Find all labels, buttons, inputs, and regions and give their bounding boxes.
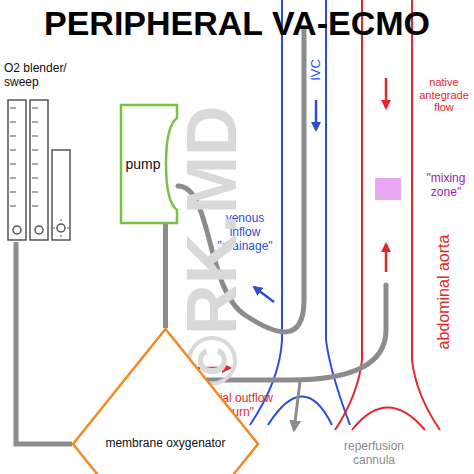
- watermark: ©RK.MD: [172, 106, 253, 387]
- title: PERIPHERAL VA-ECMO: [44, 4, 430, 43]
- node-text: pump: [125, 156, 160, 172]
- blender-label-outline: [4, 62, 76, 242]
- aorta-vessel: [335, 0, 440, 430]
- flow-arrow: [385, 244, 388, 272]
- flow-label: native antegrade flow: [415, 76, 473, 114]
- node-text: membrane oxygenator: [105, 437, 225, 451]
- oxygenator-diamond-outline: [72, 328, 259, 474]
- vessel-label: IVC: [309, 59, 324, 81]
- blender-flowmeter: [8, 100, 70, 240]
- arterial-cannula: [182, 285, 386, 380]
- flow-arrow: [198, 367, 230, 370]
- ecmo-tubing: [16, 242, 72, 444]
- cannula-label: arterial outflow "return": [178, 392, 290, 420]
- vessel-label: abdominal aorta: [435, 235, 453, 350]
- mixing-zone: "mixing zone": [374, 168, 474, 212]
- mixing-zone-outline: [374, 168, 474, 212]
- pump-shape-outline: [120, 104, 178, 224]
- cannula-label: reperfusion cannula: [326, 440, 422, 468]
- blender-label: O2 blender/ sweep: [4, 62, 76, 242]
- pump-shape: pump: [120, 104, 178, 224]
- node-text: O2 blender/ sweep: [4, 62, 76, 90]
- reperfusion-cannula: [294, 382, 300, 430]
- flow-arrow: [254, 287, 274, 302]
- cannula-label: venous inflow "drainage": [210, 212, 280, 253]
- flow-arrow: [385, 78, 388, 108]
- ivc-vessel: [250, 0, 350, 425]
- ecmo-tubing: [163, 224, 168, 328]
- venous-cannula: [178, 30, 304, 332]
- oxygenator-diamond: membrane oxygenator: [72, 328, 259, 474]
- flow-arrow: [315, 100, 318, 130]
- node-text: "mixing zone": [418, 172, 474, 200]
